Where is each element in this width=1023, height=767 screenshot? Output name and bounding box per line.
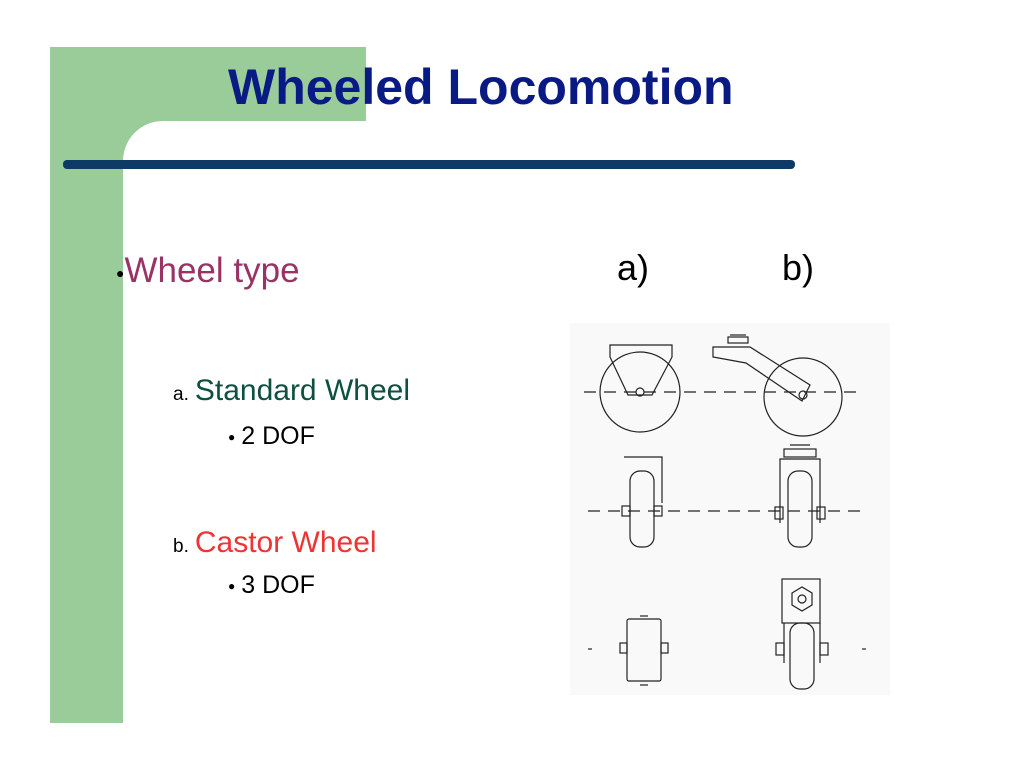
list-item-detail: ● 2 DOF bbox=[228, 422, 315, 451]
figure-label-b: b) bbox=[782, 247, 815, 288]
item-label: Standard Wheel bbox=[194, 374, 410, 407]
slide-title: Wheeled Locomotion bbox=[228, 59, 734, 115]
item-label: Castor Wheel bbox=[194, 526, 377, 559]
sidebar-accent-top bbox=[50, 47, 366, 121]
list-item-castor-wheel: b.Castor Wheel bbox=[173, 526, 377, 560]
bullet-dot-icon: ● bbox=[228, 579, 236, 594]
sidebar-accent-left bbox=[50, 121, 123, 723]
castor-wheel-top-view bbox=[775, 578, 866, 690]
item-detail: 2 DOF bbox=[241, 422, 315, 450]
item-marker: a. bbox=[173, 384, 189, 405]
bullet-dot-icon: ● bbox=[116, 264, 125, 281]
bullet-dot-icon: ● bbox=[228, 430, 236, 445]
figure-label-a: a) bbox=[617, 247, 650, 288]
standard-wheel-side-view bbox=[599, 344, 681, 433]
wheel-diagram bbox=[570, 323, 890, 695]
wheel-diagram-svg bbox=[584, 334, 868, 690]
list-item-standard-wheel: a.Standard Wheel bbox=[173, 374, 410, 408]
title-underline bbox=[63, 160, 795, 169]
item-detail: 3 DOF bbox=[241, 571, 315, 599]
main-bullet-text: Wheel type bbox=[124, 251, 300, 290]
standard-wheel-top-view bbox=[588, 615, 669, 686]
standard-wheel-front-view bbox=[621, 456, 663, 548]
list-item-detail: ● 3 DOF bbox=[228, 571, 315, 600]
main-bullet: ●Wheel type bbox=[116, 251, 300, 291]
castor-wheel-side-view bbox=[712, 334, 843, 437]
item-marker: b. bbox=[173, 536, 189, 557]
castor-wheel-front-view bbox=[774, 444, 826, 548]
